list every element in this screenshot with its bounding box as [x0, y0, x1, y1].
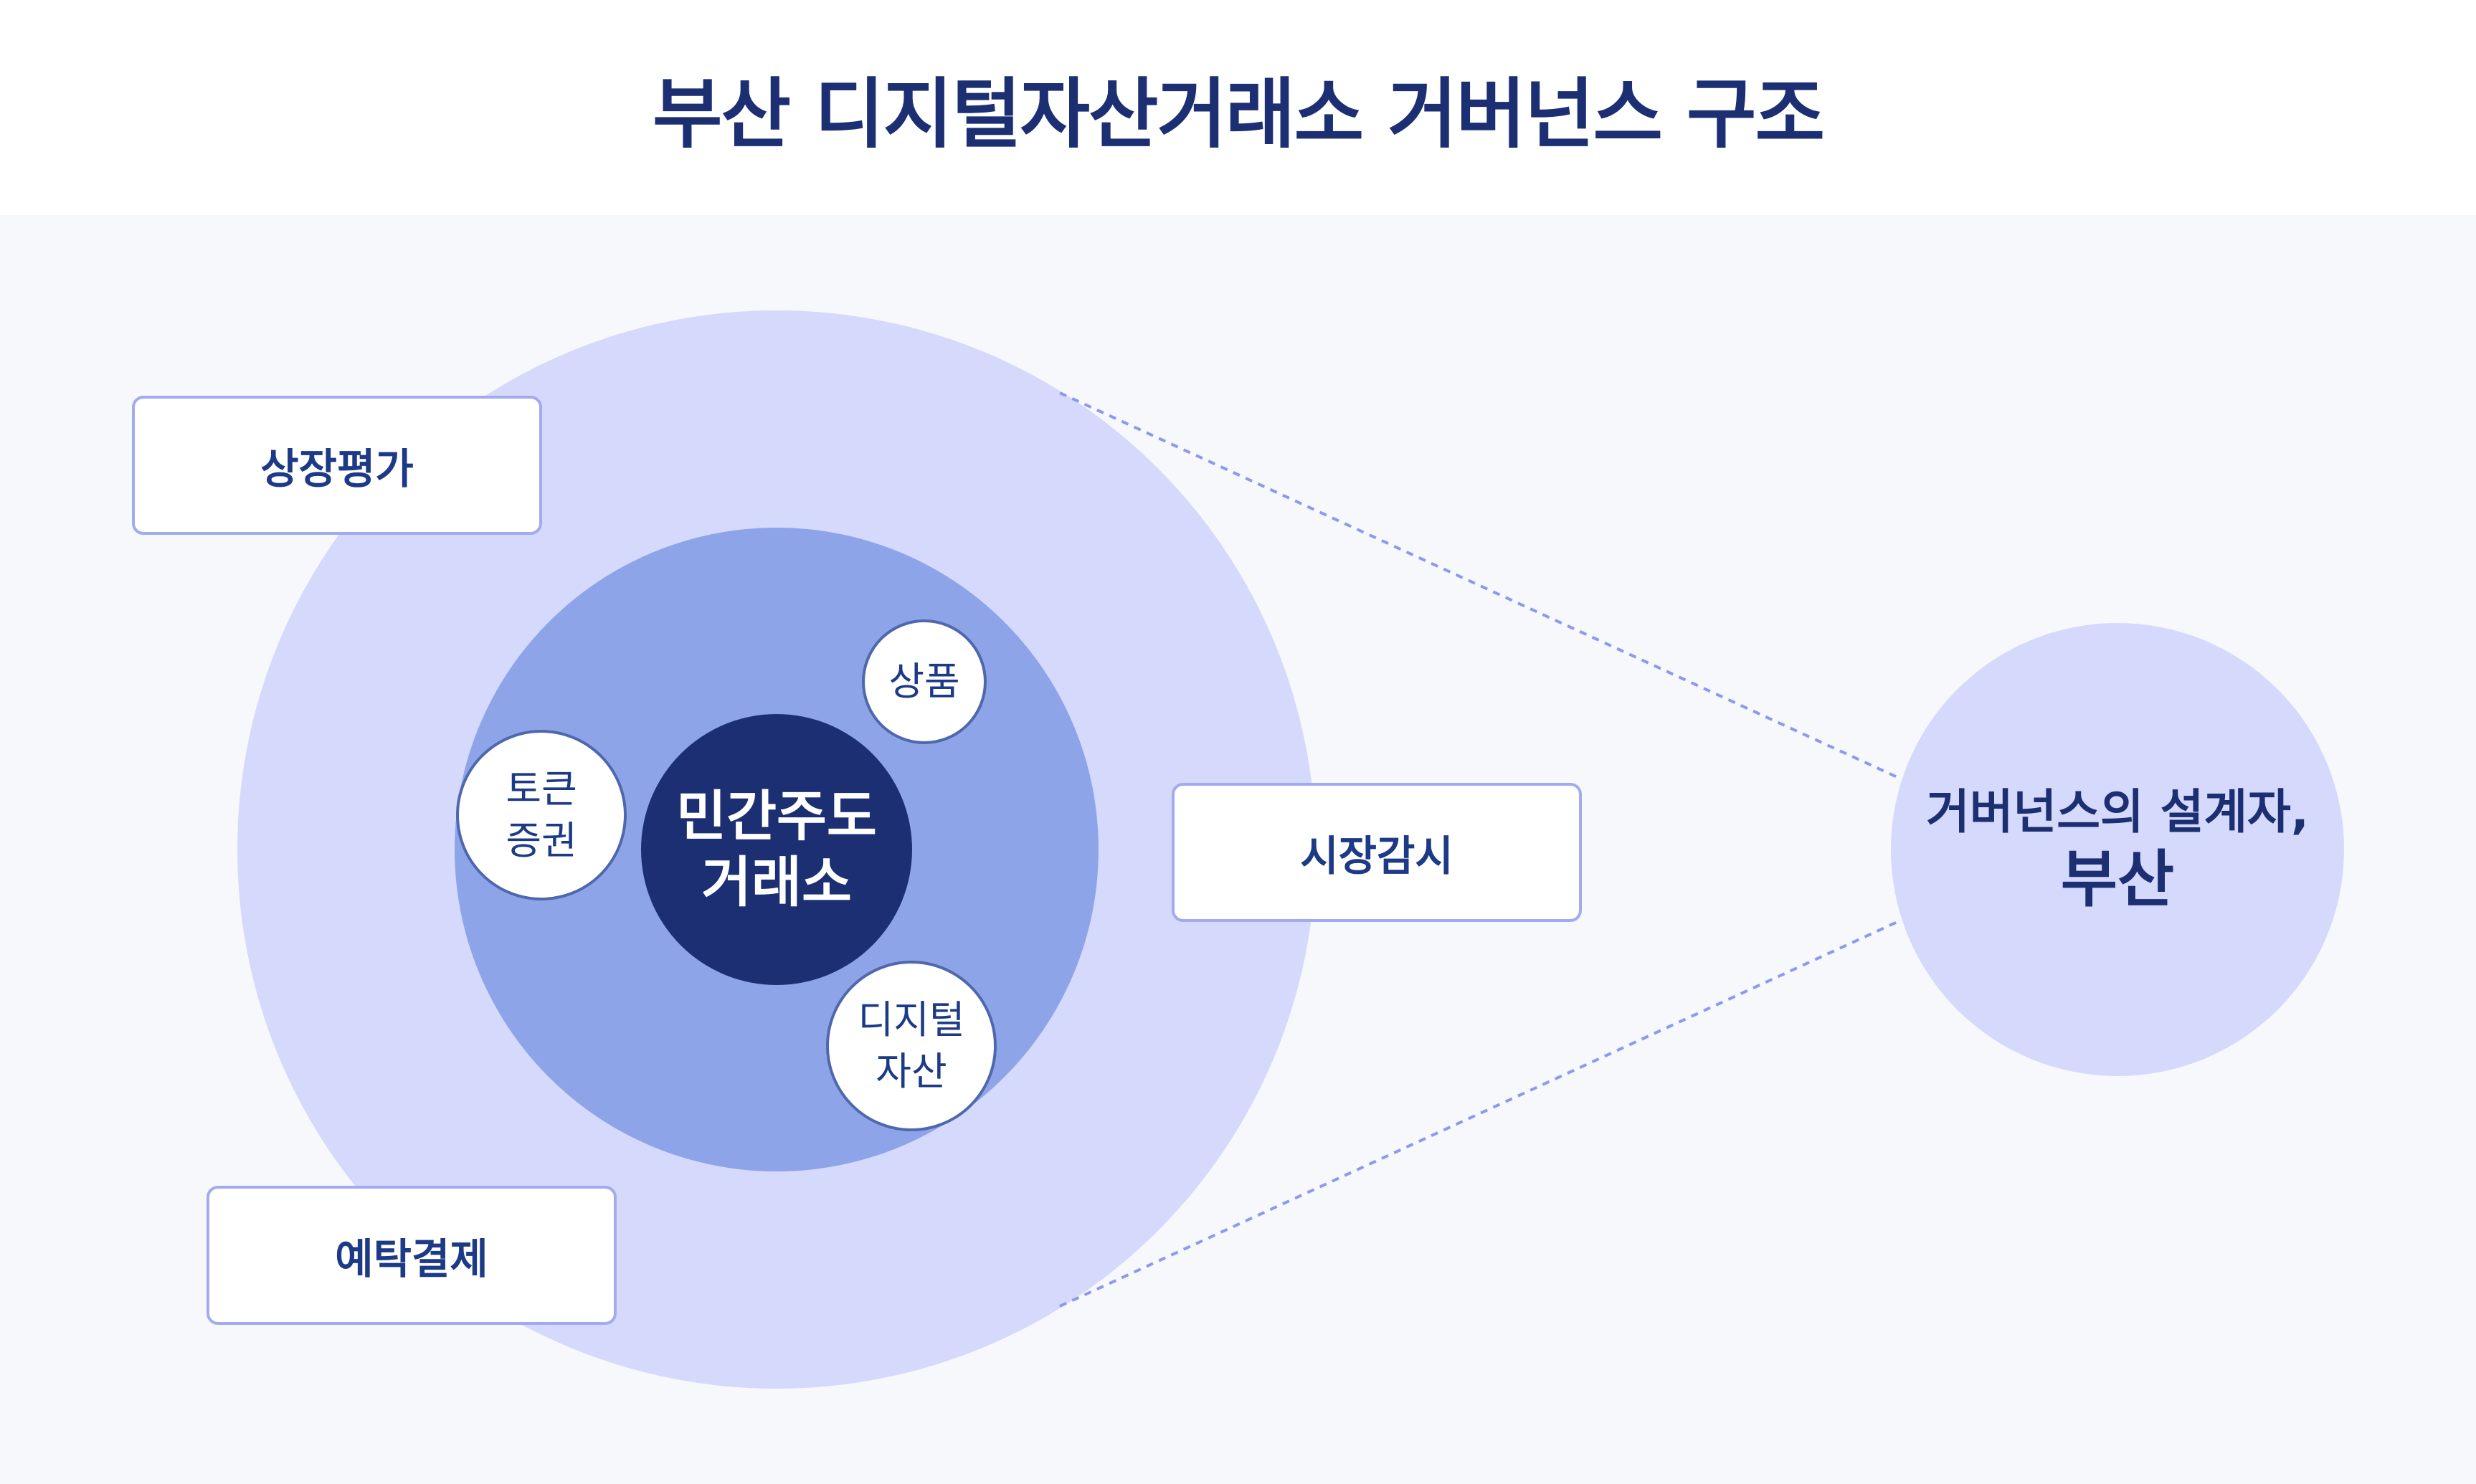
- label-market-surveillance: 시장감시: [1172, 783, 1582, 922]
- page-title: 부산 디지털자산거래소 거버넌스 구조: [652, 70, 1825, 158]
- item-label: 증권: [506, 818, 577, 863]
- busan-circle: [1891, 623, 2344, 1076]
- label-custody-settlement: 예탁결제: [207, 1186, 617, 1325]
- core-label-line2: 거래소: [701, 850, 852, 914]
- busan-label: 거버넌스의 설계자, 부산: [1891, 778, 2344, 921]
- item-circle-product: 상품: [862, 619, 987, 744]
- item-label: 상품: [888, 659, 960, 704]
- item-circle-token-securities: 토큰 증권: [456, 730, 627, 900]
- core-exchange-circle: 민간주도 거래소: [641, 714, 912, 985]
- item-label: 토큰: [506, 766, 577, 812]
- core-label-line1: 민간주도: [676, 784, 877, 848]
- busan-label-line2: 부산: [2060, 844, 2175, 915]
- diagram-area: 민간주도 거래소 상품 토큰 증권 디지털 자산 상장평가 시장감시 예탁결제 …: [0, 215, 2476, 1484]
- item-circle-digital-asset: 디지털 자산: [826, 961, 997, 1131]
- item-label: 자산: [876, 1049, 947, 1094]
- busan-label-line1: 거버넌스의 설계자,: [1926, 784, 2309, 839]
- connector-line-top: [1059, 391, 1899, 779]
- item-label: 디지털: [858, 997, 965, 1042]
- label-listing-evaluation: 상장평가: [132, 396, 542, 535]
- connector-line-bottom: [1059, 920, 1899, 1308]
